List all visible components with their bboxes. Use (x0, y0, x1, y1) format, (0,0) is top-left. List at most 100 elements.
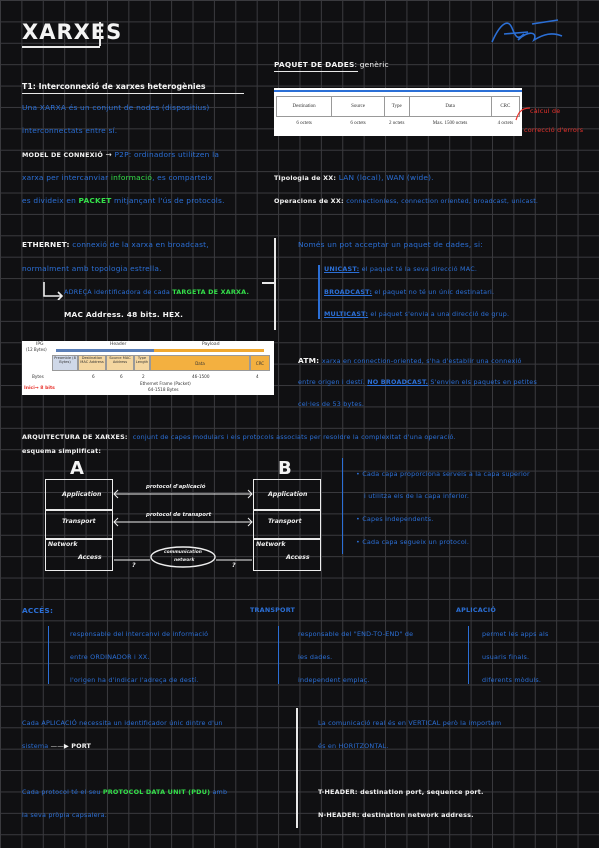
hosts-intro: Només un pot acceptar un paquet de dades… (298, 240, 483, 249)
transport-line: independent emplaç. (298, 676, 370, 684)
topology-label: Tipologia de XX: (274, 174, 337, 182)
bottom-divider (296, 708, 298, 828)
frame-header-bar (56, 349, 154, 352)
title-underline (22, 46, 100, 48)
frame-ipg: IPG (36, 342, 44, 347)
protocol-app-label: protocol d'aplicació (146, 484, 206, 490)
question-mark-1: ? (132, 562, 136, 569)
address-text: ADREÇA identificadora de cada (64, 288, 170, 296)
frame-ipg-sub: (12 Bytes) (26, 347, 47, 352)
packet-table: Destination Source Type Data CRC 6 octet… (275, 96, 521, 131)
bottom-right-line1: La comunicació real és en VERTICAL però … (318, 719, 502, 727)
packet-size: 6 octets (350, 121, 366, 127)
crc-arrow-icon (515, 107, 531, 121)
atm-label: ATM: (298, 356, 320, 365)
stack-b-access: Access (286, 554, 310, 561)
acces-line: responsable del intercanvi de informació (70, 630, 209, 638)
aplicacio-line: usuaris finals. (482, 653, 530, 661)
broadcast-key: BROADCAST: (324, 288, 373, 296)
frame-field: Type Length (134, 355, 150, 371)
bottom-left-line3: Cada protocol té el seu PROTOCOL DATA UN… (22, 788, 227, 796)
question-mark-2: ? (232, 562, 236, 569)
frame-field: Source MAC Address (106, 355, 134, 371)
arch-bullet-text: Cada capa proporciona serveis a la capa … (362, 470, 530, 478)
frame-byte: 2 (142, 374, 145, 379)
topology-line2: Operacions de XX: connectionless, connec… (274, 196, 538, 205)
operations-label: Operacions de XX: (274, 197, 344, 205)
frame-byte: 46-1500 (192, 374, 210, 379)
atm-text-2a: entre origen i destí. (298, 378, 365, 386)
frame-header-label: Header (110, 342, 127, 347)
aplicacio-title: APLICACIÓ (456, 606, 497, 614)
stack-a-access: Access (78, 554, 102, 561)
frame-bytes-label: Bytes (32, 374, 44, 379)
stack-b-divider (253, 538, 321, 540)
pdu-text-c: amb (212, 788, 228, 796)
pdu-text-a: Cada protocol té el seu (22, 788, 101, 796)
stack-a-network: Network (48, 541, 78, 548)
t1-line1: Una XARXA és un conjunt de nodes (dispos… (22, 103, 210, 112)
bottom-right-line2: és en HORITZONTAL. (318, 742, 389, 750)
aplicacio-line: diferents mòduls. (482, 676, 542, 684)
packet-heading: PAQUET DE DADES: genèric (274, 60, 389, 69)
packet-cell-destination: Destination (275, 96, 333, 117)
t1-line4-c: , es comparteix (152, 173, 213, 182)
protocol-transport-label: protocol de transport (146, 512, 212, 518)
bottom-left-line1: Cada APLICACIÓ necessita un identificado… (22, 719, 223, 727)
ethernet-line3: ADREÇA identificadora de cada TARGETA DE… (64, 288, 249, 296)
unicast-text: el paquet té la seva direcció MAC. (361, 265, 478, 273)
ethernet-frame-card: IPG (12 Bytes) Header Payload Preamble (… (22, 341, 274, 395)
atm-text: xarxa en connection-oriented, s'ha d'est… (321, 357, 522, 365)
stack-b-network: Network (256, 541, 286, 548)
packet-size: 6 octets (296, 121, 312, 127)
bracket-vertical (274, 238, 276, 330)
network-label-2: network (174, 558, 195, 563)
node-b-label: B (278, 458, 292, 479)
arch-label: ARQUITECTURA DE XARXES: (22, 433, 128, 441)
atm-line2: entre origen i destí. NO BROADCAST. S'en… (298, 378, 537, 386)
t1-line4: xarxa per intercanviar informació, es co… (22, 173, 212, 182)
stack-b (253, 479, 321, 571)
hosts-item-multicast: MULTICAST: el paquet s'envia a una direc… (324, 310, 509, 318)
frame-byte: 6 (92, 374, 95, 379)
stack-b-application: Application (268, 491, 308, 498)
ethernet-line1: ETHERNET: connexió de la xarxa en broadc… (22, 240, 209, 249)
stack-b-divider (253, 509, 321, 511)
model-label: MODEL DE CONNEXIÓ (22, 151, 103, 159)
packet-cell-type: Type (383, 96, 410, 117)
packet-word: PACKET (78, 196, 112, 205)
crc-note-1: càlcul de (530, 107, 561, 115)
bracket-arrow (262, 282, 276, 284)
multicast-key: MULTICAST: (324, 310, 369, 318)
packet-table-card: Destination Source Type Data CRC 6 octet… (274, 88, 522, 136)
topology-line1: Tipologia de XX: LAN (local), WAN (wide)… (274, 173, 434, 182)
acces-line: l'origen ha d'indicar l'adreça de destí. (70, 676, 199, 684)
arch-line: ARQUITECTURA DE XARXES: conjunt de capes… (22, 424, 456, 443)
title-cursor (99, 22, 101, 46)
hosts-item-broadcast: BROADCAST: el paquet no té un únic desti… (324, 288, 494, 296)
frame-payload-label: Payload (202, 342, 220, 347)
arch-bullet: i utilitza els de la capa inferior. (364, 492, 469, 500)
packet-cell-data: Data (408, 96, 492, 117)
hosts-bracket (318, 265, 320, 319)
arch-bullet: • Cada capa proporciona serveis a la cap… (356, 470, 530, 478)
signature-logo (491, 19, 563, 43)
hosts-item-unicast: UNICAST: el paquet té la seva direcció M… (324, 265, 477, 273)
frame-byte: 6 (120, 374, 123, 379)
arch-bullet: • Cada capa segueix un protocol. (356, 538, 470, 546)
frame-fields: Preamble (8 Bytes) Destination MAC Addre… (52, 355, 270, 371)
pdu-text-b: PROTOCOL DATA UNIT (PDU) (102, 788, 211, 796)
t1-line2: interconnectats entre sí. (22, 126, 118, 135)
frame-payload-bar (154, 349, 264, 352)
t1-line5-c: mitjançant l'ús de protocols. (114, 196, 225, 205)
transport-line: responsable del "END-TO-END" de (298, 630, 414, 638)
stack-a-application: Application (62, 491, 102, 498)
model-text: P2P: ordinadors utilitzen la (114, 150, 220, 159)
frame-field: Data (150, 355, 250, 371)
arch-text: conjunt de capes modulars i els protocol… (132, 433, 456, 441)
ethernet-line2: normalment amb topologia estrella. (22, 264, 162, 273)
multicast-text: el paquet s'envia a una direcció de grup… (370, 310, 510, 318)
transport-bracket (278, 626, 280, 684)
stack-a-divider (45, 538, 113, 540)
arch-bullet-text: i utilitza els de la capa inferior. (364, 492, 470, 500)
